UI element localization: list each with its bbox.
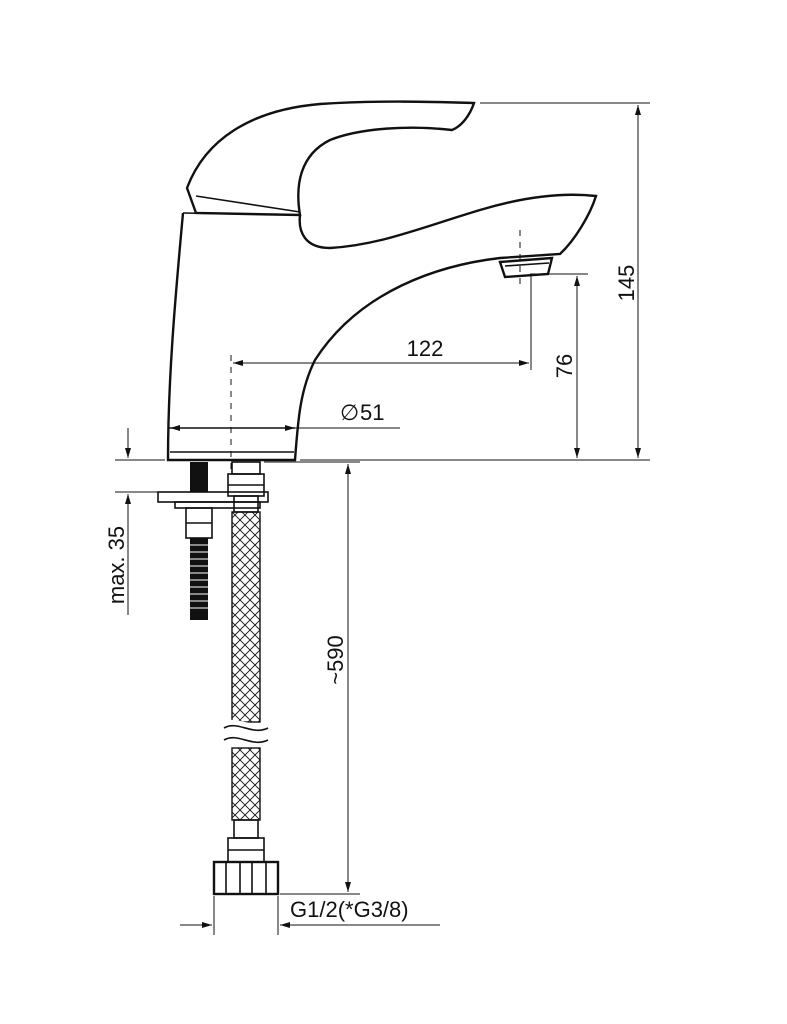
dim-thread: G1/2(*G3/8) (180, 896, 440, 935)
dim-145-label: 145 (614, 265, 639, 302)
dim-76: 76 (530, 273, 588, 458)
faucet-column (166, 193, 598, 462)
dim-thread-label: G1/2(*G3/8) (290, 897, 409, 922)
dim-122-label: 122 (407, 336, 444, 361)
mounting-hardware (157, 462, 269, 620)
dim-max35: max. 35 (104, 428, 165, 615)
flexible-hose (212, 461, 280, 896)
dim-145: 145 (300, 102, 650, 461)
dim-51-label: 51 (360, 400, 384, 425)
lever-handle (185, 100, 476, 217)
dim-590: ~590 (264, 461, 360, 895)
dim-76-label: 76 (552, 354, 577, 378)
diameter-symbol: ∅ (340, 400, 359, 425)
dim-590-label: ~590 (323, 635, 348, 685)
dim-51: ∅ 51 (170, 400, 400, 431)
dim-max35-label: max. 35 (104, 526, 129, 604)
dim-122: 122 (233, 276, 532, 370)
